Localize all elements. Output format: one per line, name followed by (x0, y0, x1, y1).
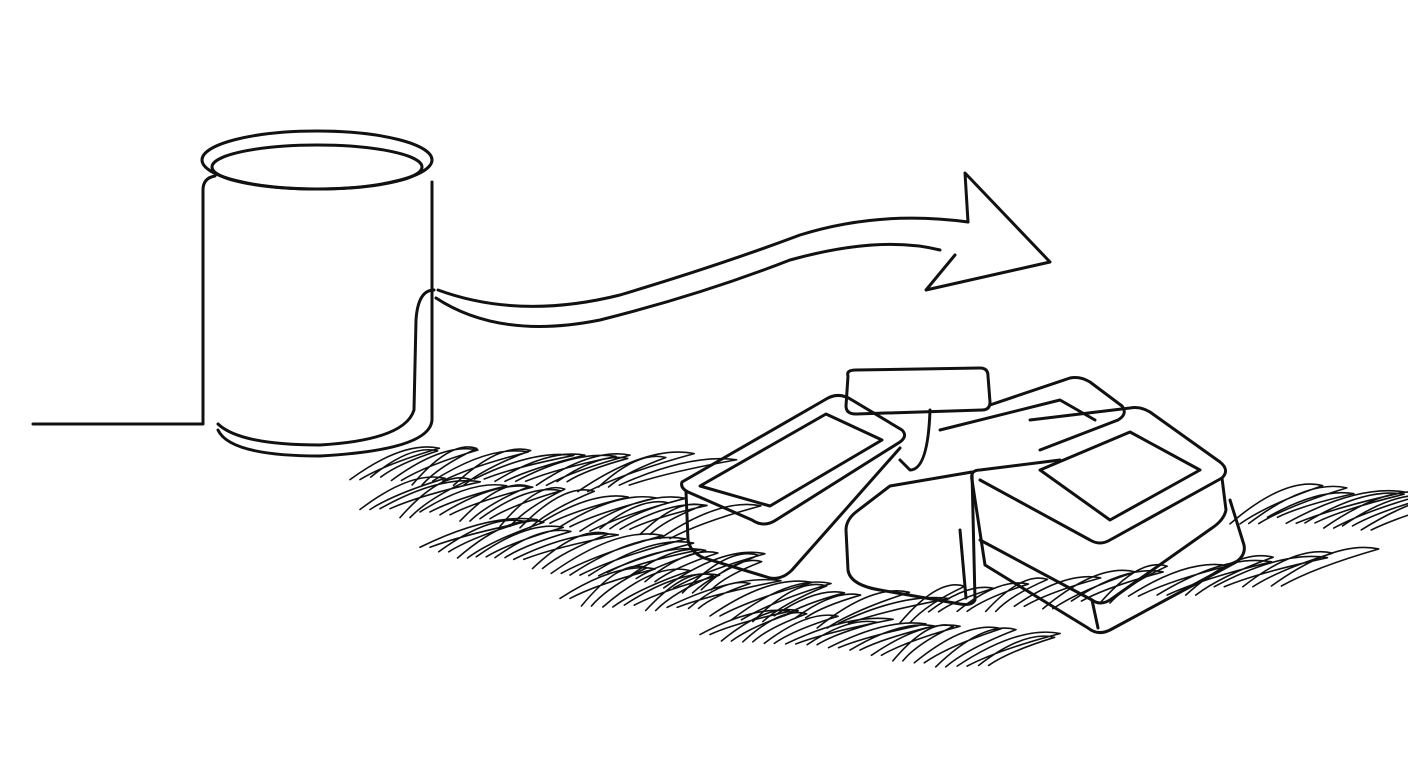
hatch-stroke (699, 608, 1061, 668)
shadow-hatching (349, 446, 1408, 668)
blocks-icon (680, 366, 1246, 635)
arrow-icon (434, 171, 1052, 328)
hatch-stroke (1229, 483, 1408, 531)
hatch-stroke (359, 476, 762, 540)
hatch-stroke (419, 517, 766, 594)
hatch-stroke (559, 565, 950, 629)
cylinder-icon (31, 129, 436, 458)
hatch-stroke (899, 546, 1380, 624)
hatch-stroke (349, 446, 738, 493)
